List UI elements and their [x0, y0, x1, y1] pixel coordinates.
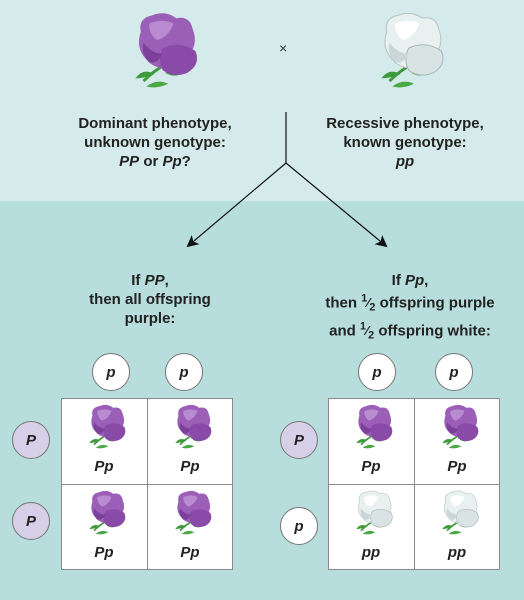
fraction-half: 1⁄2	[359, 320, 375, 342]
grid-divider	[62, 484, 232, 485]
cross-symbol: ×	[279, 40, 288, 56]
offspring-genotype: Pp	[94, 544, 114, 561]
dominant-parent-caption: Dominant phenotype, unknown genotype: PP…	[40, 114, 270, 171]
purple-flower-icon	[88, 490, 127, 536]
outcome-Pp-line3: and 1⁄2 offspring white:	[310, 318, 510, 346]
genotype-pp: pp	[395, 153, 415, 170]
offspring-genotype: pp	[447, 544, 467, 561]
purple-flower-icon	[174, 490, 213, 536]
allele-circle: p	[280, 507, 318, 545]
purple-flower-icon	[174, 404, 213, 450]
outcome-PP-line3: purple:	[124, 310, 176, 327]
fraction-numerator: 1	[361, 293, 368, 305]
punnett-cell: pp	[329, 485, 413, 569]
punnett-cell: Pp	[148, 399, 232, 483]
white-offspring-text: offspring white:	[374, 322, 491, 340]
grid-divider	[329, 484, 499, 485]
genotype-Pp-label: Pp	[405, 272, 425, 289]
genotype-PP-label: PP	[144, 272, 165, 289]
dominant-caption-line2: unknown genotype:	[84, 134, 226, 151]
and-word: and	[329, 322, 360, 340]
if-word: If	[391, 272, 405, 289]
punnett-square-PP: Pp Pp Pp Pp	[61, 398, 233, 570]
offspring-genotype: Pp	[94, 458, 114, 475]
offspring-genotype: Pp	[180, 544, 200, 561]
purple-flower-icon	[441, 404, 480, 450]
fraction-half: 1⁄2	[361, 293, 376, 314]
genotype-Pp: Pp	[162, 153, 182, 170]
fraction-denominator: 2	[368, 329, 375, 342]
punnett-cell: Pp	[148, 485, 232, 569]
allele-circle: P	[12, 421, 50, 459]
arrow-left	[186, 162, 287, 248]
comma: ,	[164, 272, 169, 289]
offspring-genotype: pp	[361, 544, 381, 561]
purple-flower-icon	[88, 404, 127, 450]
punnett-cell: Pp	[329, 399, 413, 483]
outcome-PP-line1: If PP,	[60, 271, 240, 290]
punnett-cell: Pp	[62, 399, 146, 483]
outcome-PP-caption: If PP, then all offspring purple:	[60, 271, 240, 328]
offspring-genotype: Pp	[361, 458, 381, 475]
comma: ,	[424, 272, 429, 289]
arrow-right	[285, 162, 388, 248]
offspring-genotype: Pp	[180, 458, 200, 475]
purple-offspring-text: offspring purple	[375, 294, 495, 312]
allele-circle: P	[280, 421, 318, 459]
allele-circle: P	[12, 502, 50, 540]
or-word: or	[139, 153, 163, 170]
outcome-Pp-caption: If Pp, then 1⁄2 offspring purple and 1⁄2…	[310, 271, 510, 346]
if-word: If	[131, 272, 145, 289]
then-word: then	[325, 294, 362, 312]
allele-circle: p	[435, 353, 473, 391]
white-flower-icon	[441, 490, 480, 536]
fraction-denominator: 2	[369, 301, 376, 314]
question-mark: ?	[181, 153, 191, 170]
outcome-Pp-line2: then 1⁄2 offspring purple	[310, 290, 510, 318]
white-flower-icon	[355, 490, 394, 536]
purple-flower-icon	[355, 404, 394, 450]
dominant-caption-line3: PP or Pp?	[40, 152, 270, 171]
recessive-caption-line1: Recessive phenotype,	[326, 115, 484, 132]
recessive-parent-caption: Recessive phenotype, known genotype: pp	[300, 114, 510, 171]
punnett-cell: Pp	[62, 485, 146, 569]
punnett-square-Pp: Pp Pp pp pp	[328, 398, 500, 570]
punnett-cell: Pp	[415, 399, 499, 483]
recessive-caption-line2: known genotype:	[343, 134, 467, 151]
punnett-cell: pp	[415, 485, 499, 569]
offspring-genotype: Pp	[447, 458, 467, 475]
allele-circle: p	[358, 353, 396, 391]
dominant-caption-line1: Dominant phenotype,	[78, 115, 232, 132]
outcome-Pp-line1: If Pp,	[310, 271, 510, 290]
allele-circle: p	[92, 353, 130, 391]
fraction-numerator: 1	[359, 320, 366, 333]
allele-circle: p	[165, 353, 203, 391]
genotype-PP: PP	[119, 153, 140, 170]
outcome-PP-line2: then all offspring	[89, 291, 211, 308]
